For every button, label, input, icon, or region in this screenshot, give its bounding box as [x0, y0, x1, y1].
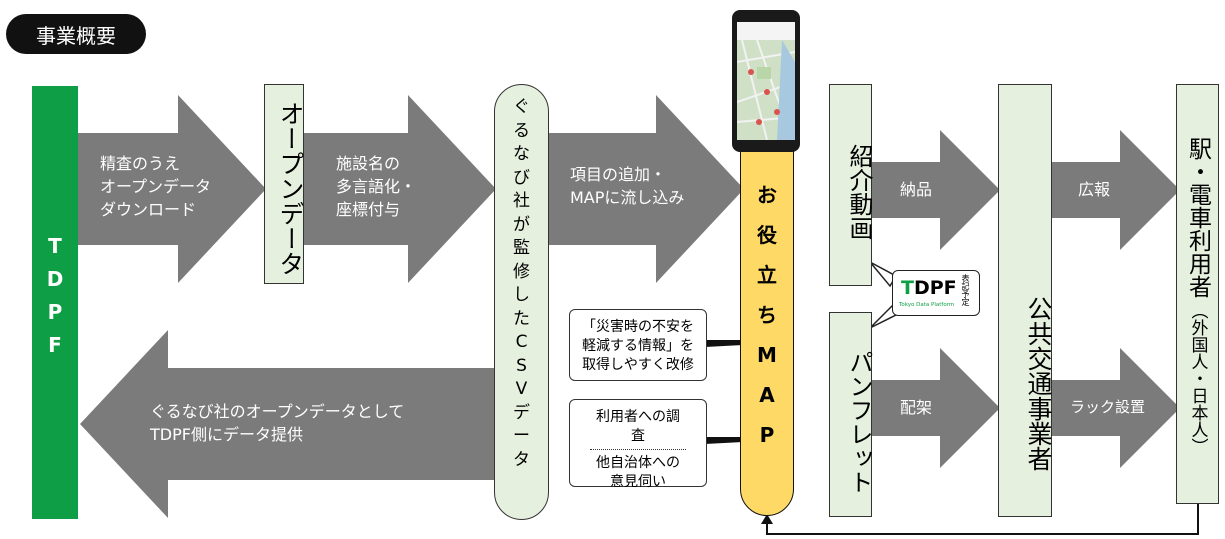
gurunavi-char: る: [513, 120, 530, 141]
useful-map-char: ち: [757, 303, 777, 327]
arrow-provide: [80, 330, 500, 518]
tdpf-letter: D: [46, 267, 64, 291]
gurunavi-char: 監: [513, 238, 530, 258]
arrow-distribute-text: 配架: [900, 398, 933, 417]
intro-video-box: 紹介動画: [829, 84, 873, 286]
useful-map-char: P: [759, 423, 775, 447]
gurunavi-char: ぐ: [513, 97, 530, 117]
useful-map-char: お: [757, 183, 777, 207]
tdpf-letter: P: [47, 300, 63, 324]
feedback-arrowhead: [761, 514, 773, 524]
gurunavi-char: が: [513, 214, 530, 235]
gurunavi-char: 修: [513, 261, 530, 282]
gurunavi-char: C: [515, 332, 528, 352]
arrow-multilingual: [290, 95, 496, 283]
arrow-add-items: [549, 95, 744, 283]
tdpf-letter: T: [48, 234, 62, 258]
survey-callout: 利用者への調査 他自治体への 意見伺い: [569, 399, 707, 490]
arrow-download-text: 精査のうえ オープンデータ ダウンロード: [100, 154, 212, 219]
disaster-callout: 「災害時の不安を 軽減する情報」を 取得しやすく改修: [569, 309, 707, 381]
gurunavi-char: 社: [513, 191, 530, 211]
gurunavi-char: S: [516, 355, 527, 376]
arrow-publicity-text: 広報: [1078, 180, 1111, 199]
pamphlet-box: パンフレット: [829, 312, 873, 517]
tdpf-logo-sub: Tokyo Data Platform: [899, 302, 955, 308]
gurunavi-char: し: [513, 285, 530, 305]
tdpf-logo: TDPF Tokyo Data Platform 表記予定: [892, 270, 980, 316]
gurunavi-char: な: [513, 144, 530, 164]
transport-operator-box: 公共交通事業者: [998, 84, 1053, 517]
arrow-rack: [1050, 348, 1180, 468]
gurunavi-char: た: [513, 308, 530, 329]
arrow-provide-text: ぐるなび社のオープンデータとして TDPF側にデータ提供: [150, 402, 405, 444]
useful-map-char: M: [757, 343, 777, 367]
gurunavi-char: V: [515, 379, 528, 399]
tdpf-logo-name: TDPF: [901, 277, 957, 299]
arrow-multilingual-text: 施設名の 多言語化・ 座標付与: [336, 154, 417, 219]
tdpf-letter: F: [48, 333, 62, 357]
open-data-box: オープンデータ: [264, 84, 305, 284]
arrow-download: [78, 95, 266, 283]
gurunavi-char: デ: [513, 402, 530, 423]
users-main-text: 駅・電車利用者: [1184, 137, 1211, 298]
feedback-line: [766, 503, 1199, 535]
callout-pointer-1: [705, 340, 743, 348]
arrow-deliver: [872, 130, 1000, 250]
users-box: 駅・電車利用者 （外国人・日本人）: [1176, 84, 1219, 504]
arrow-add-items-text: 項目の追加・ MAPに流し込み: [570, 165, 685, 207]
gurunavi-char: タ: [513, 449, 530, 470]
callout-pointer-2: [705, 437, 743, 445]
tdpf-logo-note: 表記予定: [961, 274, 970, 306]
map-screen-icon: [737, 22, 795, 140]
useful-map-char: 役: [757, 223, 777, 247]
useful-map-char: A: [759, 383, 775, 407]
tdpf-bar: [32, 86, 78, 519]
arrow-rack-text: ラック設置: [1070, 398, 1146, 416]
survey-title: 利用者への調査: [590, 408, 686, 450]
gurunavi-char: び: [513, 167, 530, 188]
arrow-deliver-text: 納品: [900, 180, 933, 199]
users-sub-text: （外国人・日本人）: [1187, 302, 1208, 455]
arrow-distribute: [872, 348, 1000, 468]
gurunavi-char: ー: [513, 426, 530, 446]
useful-map-box: [740, 150, 794, 516]
page-title: 事業概要: [6, 14, 146, 54]
useful-map-char: 立: [757, 263, 777, 287]
arrow-publicity: [1050, 130, 1180, 250]
gurunavi-csv-pill: [494, 84, 549, 520]
